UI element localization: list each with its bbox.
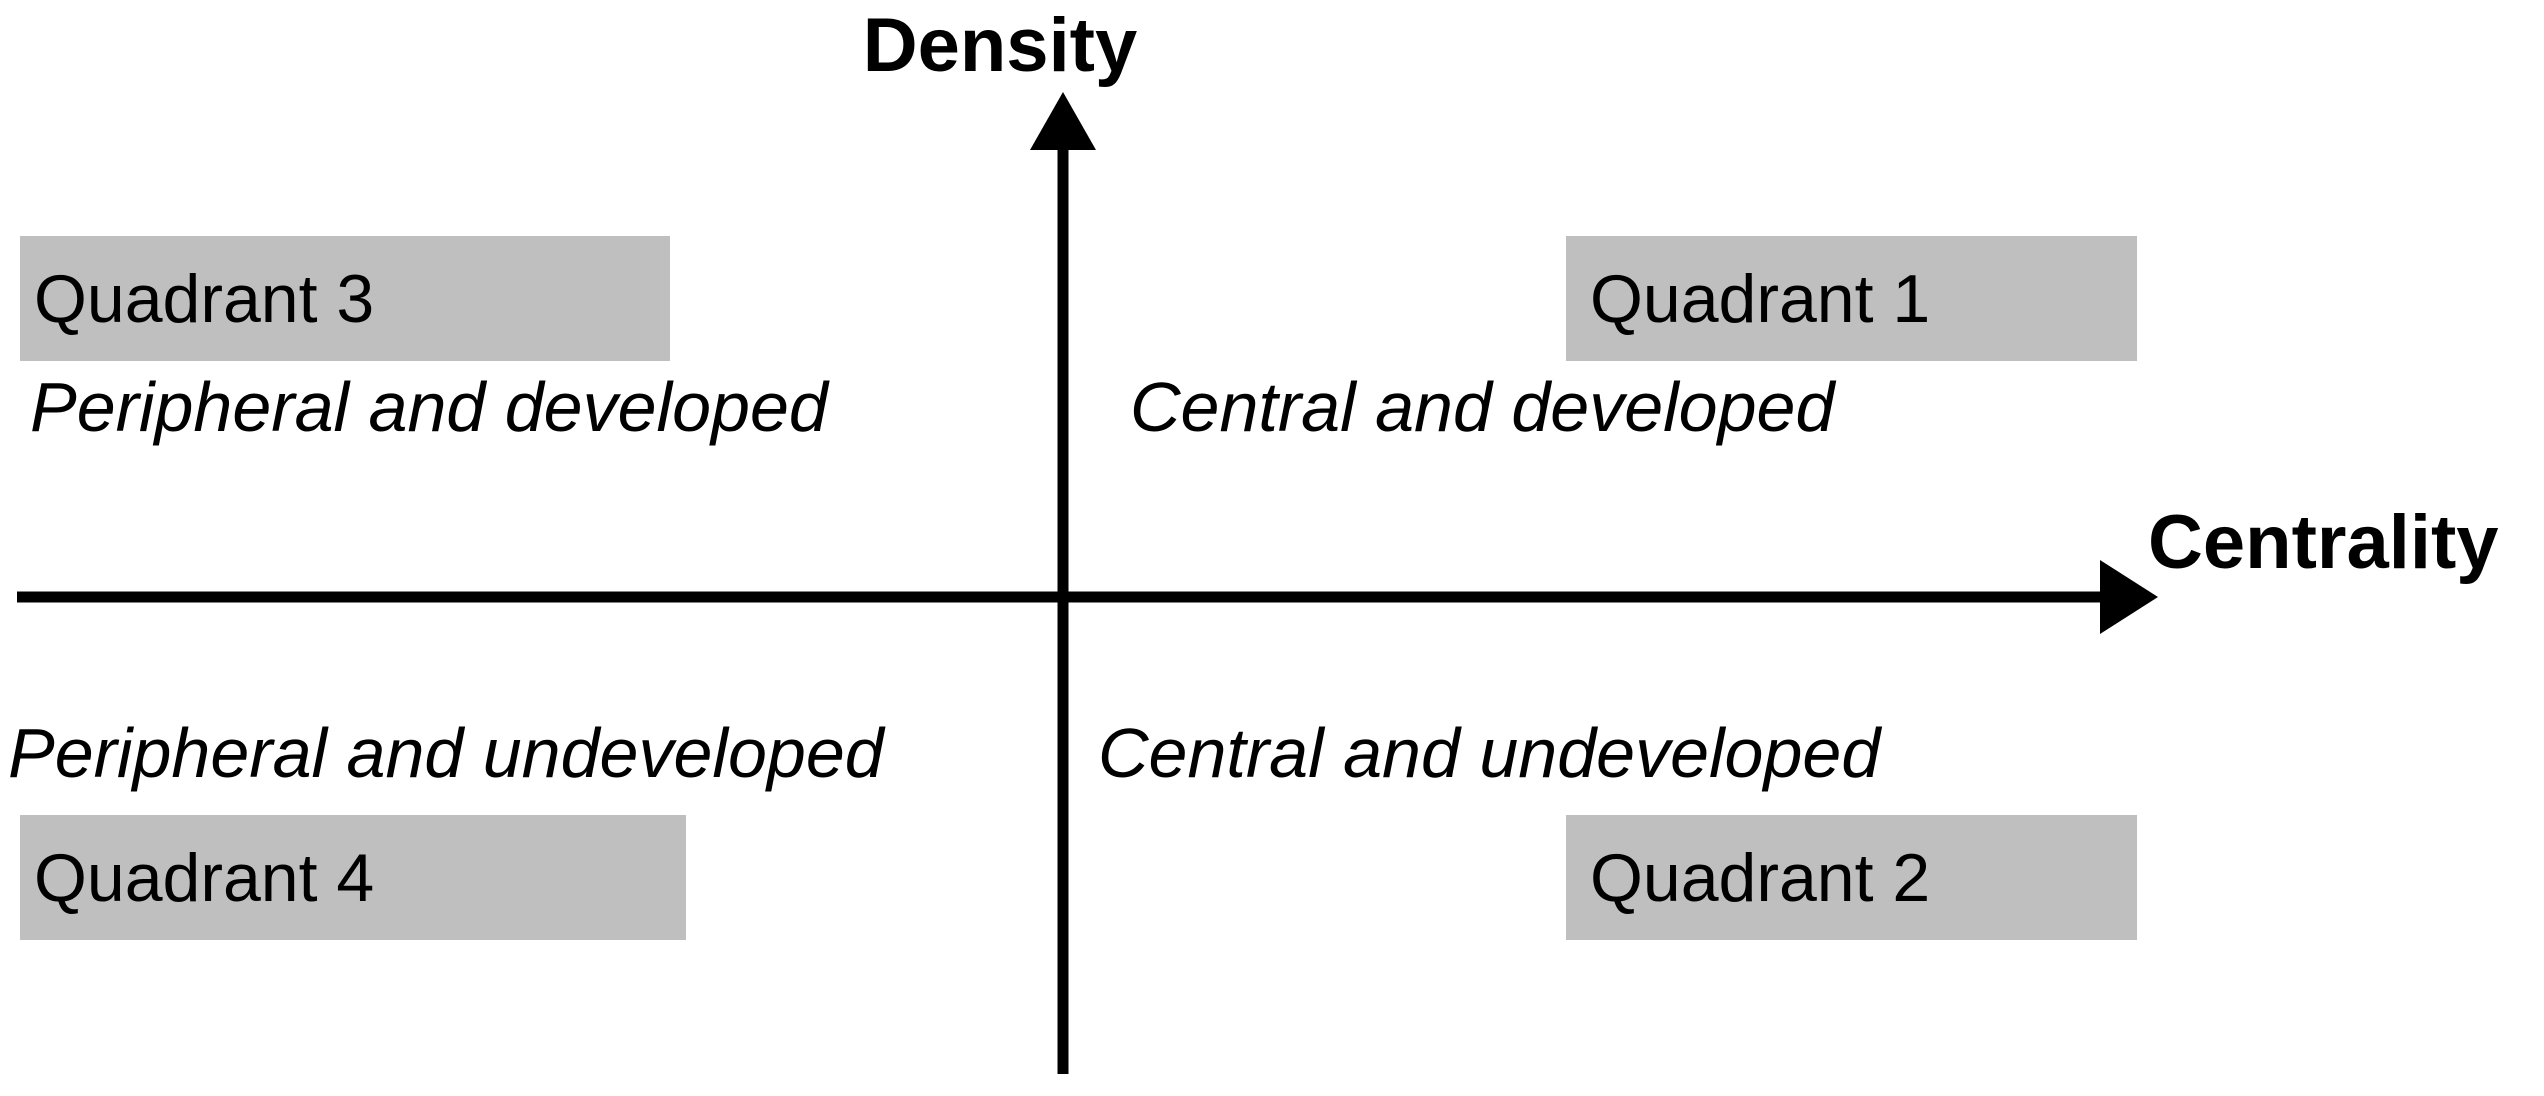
quadrant-2-label: Quadrant 2 <box>1590 839 1931 916</box>
centrality-axis <box>17 560 2158 634</box>
quadrant-2-descriptor: Central and undeveloped <box>1098 714 1881 792</box>
density-axis <box>1030 92 1096 1074</box>
quadrant-3-label: Quadrant 3 <box>34 260 375 337</box>
quadrant-3-chip: Quadrant 3 <box>20 236 670 361</box>
quadrant-4-descriptor: Peripheral and undeveloped <box>8 714 884 792</box>
quadrant-1-descriptor: Central and developed <box>1130 368 1835 446</box>
quadrant-4-label: Quadrant 4 <box>34 839 375 916</box>
centrality-axis-title: Centrality <box>2148 500 2499 585</box>
quadrant-4-chip: Quadrant 4 <box>20 815 686 940</box>
quadrant-1-label: Quadrant 1 <box>1590 260 1931 337</box>
quadrant-2-chip: Quadrant 2 <box>1566 815 2137 940</box>
quadrant-1-chip: Quadrant 1 <box>1566 236 2137 361</box>
density-axis-title: Density <box>862 3 1138 88</box>
quadrant-3-descriptor: Peripheral and developed <box>30 368 828 446</box>
arrow-up-icon <box>1030 92 1096 150</box>
